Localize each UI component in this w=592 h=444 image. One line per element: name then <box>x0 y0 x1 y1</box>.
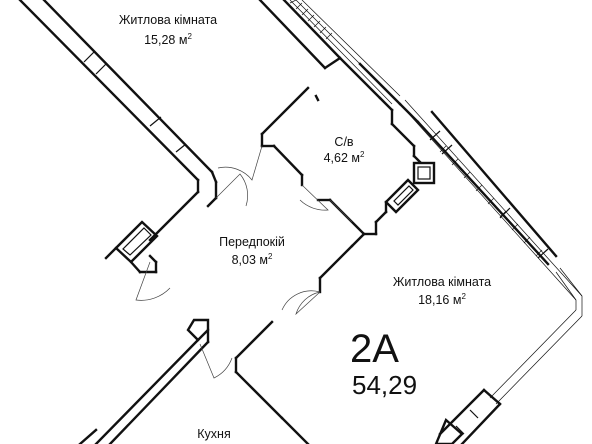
apartment-summary: 2А 54,29 <box>350 327 417 400</box>
room-name: Передпокій <box>219 235 285 249</box>
door-swings <box>135 145 353 379</box>
wall-bottom-right <box>434 388 502 444</box>
apartment-code: 2А <box>350 327 399 371</box>
wall-kitchen <box>78 318 210 444</box>
apartment-total-area: 54,29 <box>352 370 417 400</box>
room-name: Кухня <box>197 427 230 441</box>
room-area-text: 15,28 м2 <box>144 32 192 47</box>
room-name: С/в <box>334 135 354 149</box>
room-name: Житлова кімната <box>393 275 491 289</box>
room-label-bathroom: С/в 4,62 м2 <box>324 135 365 165</box>
room-name: Житлова кімната <box>119 13 217 27</box>
room-label-living-2: Житлова кімната 18,16 м2 <box>393 275 491 307</box>
room-area-text: 8,03 м2 <box>232 252 273 267</box>
wall-top-right <box>258 0 402 112</box>
wall-right <box>398 99 583 405</box>
room-label-hallway: Передпокій 8,03 м2 <box>219 235 285 267</box>
room-label-living-1: Житлова кімната 15,28 м2 <box>119 13 217 47</box>
wall-top-left-room <box>18 0 214 182</box>
room-area-text: 4,62 м2 <box>324 150 365 165</box>
wall-hall-right <box>234 232 366 444</box>
room-label-kitchen: Кухня <box>197 427 230 441</box>
wall-shaft-left <box>104 170 218 274</box>
room-area-text: 18,16 м2 <box>418 292 466 307</box>
